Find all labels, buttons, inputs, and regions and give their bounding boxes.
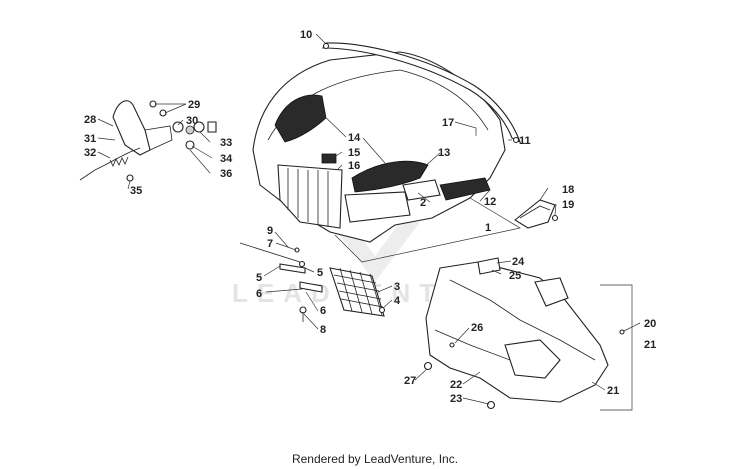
callout-5b: 5 (317, 267, 323, 279)
callout-11: 11 (519, 135, 531, 147)
callout-7: 7 (267, 238, 273, 250)
callout-29: 28 (84, 114, 96, 126)
callout-13: 13 (438, 147, 450, 159)
callout-26: 25 (509, 270, 521, 282)
group-bracket (600, 284, 633, 411)
tray-pad (477, 257, 501, 275)
callout-4: 4 (394, 295, 401, 307)
adjuster-spring (79, 147, 141, 181)
callout-17: 17 (442, 117, 454, 129)
callout-20: 20 (644, 318, 656, 330)
tray-pocket (504, 339, 561, 379)
callout-9: 9 (267, 225, 273, 237)
callout-28: 27 (404, 375, 416, 387)
headlight-lens (344, 191, 411, 223)
side-trim-bracket (514, 199, 559, 229)
callout-34: 33 (220, 137, 232, 149)
callout-1: 1 (485, 222, 491, 234)
hood-bracket (402, 179, 441, 201)
tray-clip (534, 277, 569, 307)
hood-grille (277, 164, 343, 229)
callout-5a: 5 (256, 272, 262, 284)
hood-emblem (321, 153, 337, 164)
hood-assembly (252, 51, 521, 263)
callout-31: 31 (84, 133, 96, 145)
callout-6a: 6 (256, 288, 262, 300)
callout-33: 30 (186, 115, 198, 127)
callout-12: 12 (484, 196, 496, 208)
storage-tray (423, 257, 625, 410)
hood-vent-left (274, 94, 327, 143)
footer-credit: Rendered by LeadVenture, Inc. (291, 452, 459, 466)
callout-24: 23 (450, 393, 462, 405)
callout-35b: 35 (130, 185, 142, 197)
callout-18: 18 (562, 184, 574, 196)
hood-vent-right (351, 160, 429, 193)
callout-30: 29 (188, 99, 200, 111)
callout-32: 32 (84, 147, 96, 159)
trim-strip (322, 42, 521, 144)
windshield-trim (322, 42, 521, 144)
headlight-assembly (79, 100, 217, 182)
callout-14: 14 (348, 132, 361, 144)
callout-21: 21 (644, 339, 656, 351)
callout-16: 16 (348, 160, 360, 172)
hood-outline-lead (361, 197, 521, 263)
headlight-housing (112, 100, 151, 156)
callout-6b: 6 (320, 305, 326, 317)
grille-screen (329, 267, 386, 317)
callout-2: 2 (420, 197, 426, 209)
callout-19: 19 (562, 199, 574, 211)
callout-22: 21 (607, 385, 619, 397)
callout-10: 10 (300, 29, 312, 41)
callout-15: 15 (348, 147, 360, 159)
callout-labels: 10 11 17 13 14 15 16 2 12 1 18 19 29 30 … (84, 29, 656, 405)
callout-35a: 34 (220, 153, 233, 165)
leader-lines (97, 33, 641, 405)
callout-3: 3 (394, 281, 400, 293)
callout-36: 36 (220, 168, 232, 180)
callout-23: 22 (450, 379, 462, 391)
callout-8: 8 (320, 324, 326, 336)
callout-25: 24 (512, 256, 525, 268)
latch-assembly (239, 242, 323, 322)
callout-27: 26 (471, 322, 483, 334)
